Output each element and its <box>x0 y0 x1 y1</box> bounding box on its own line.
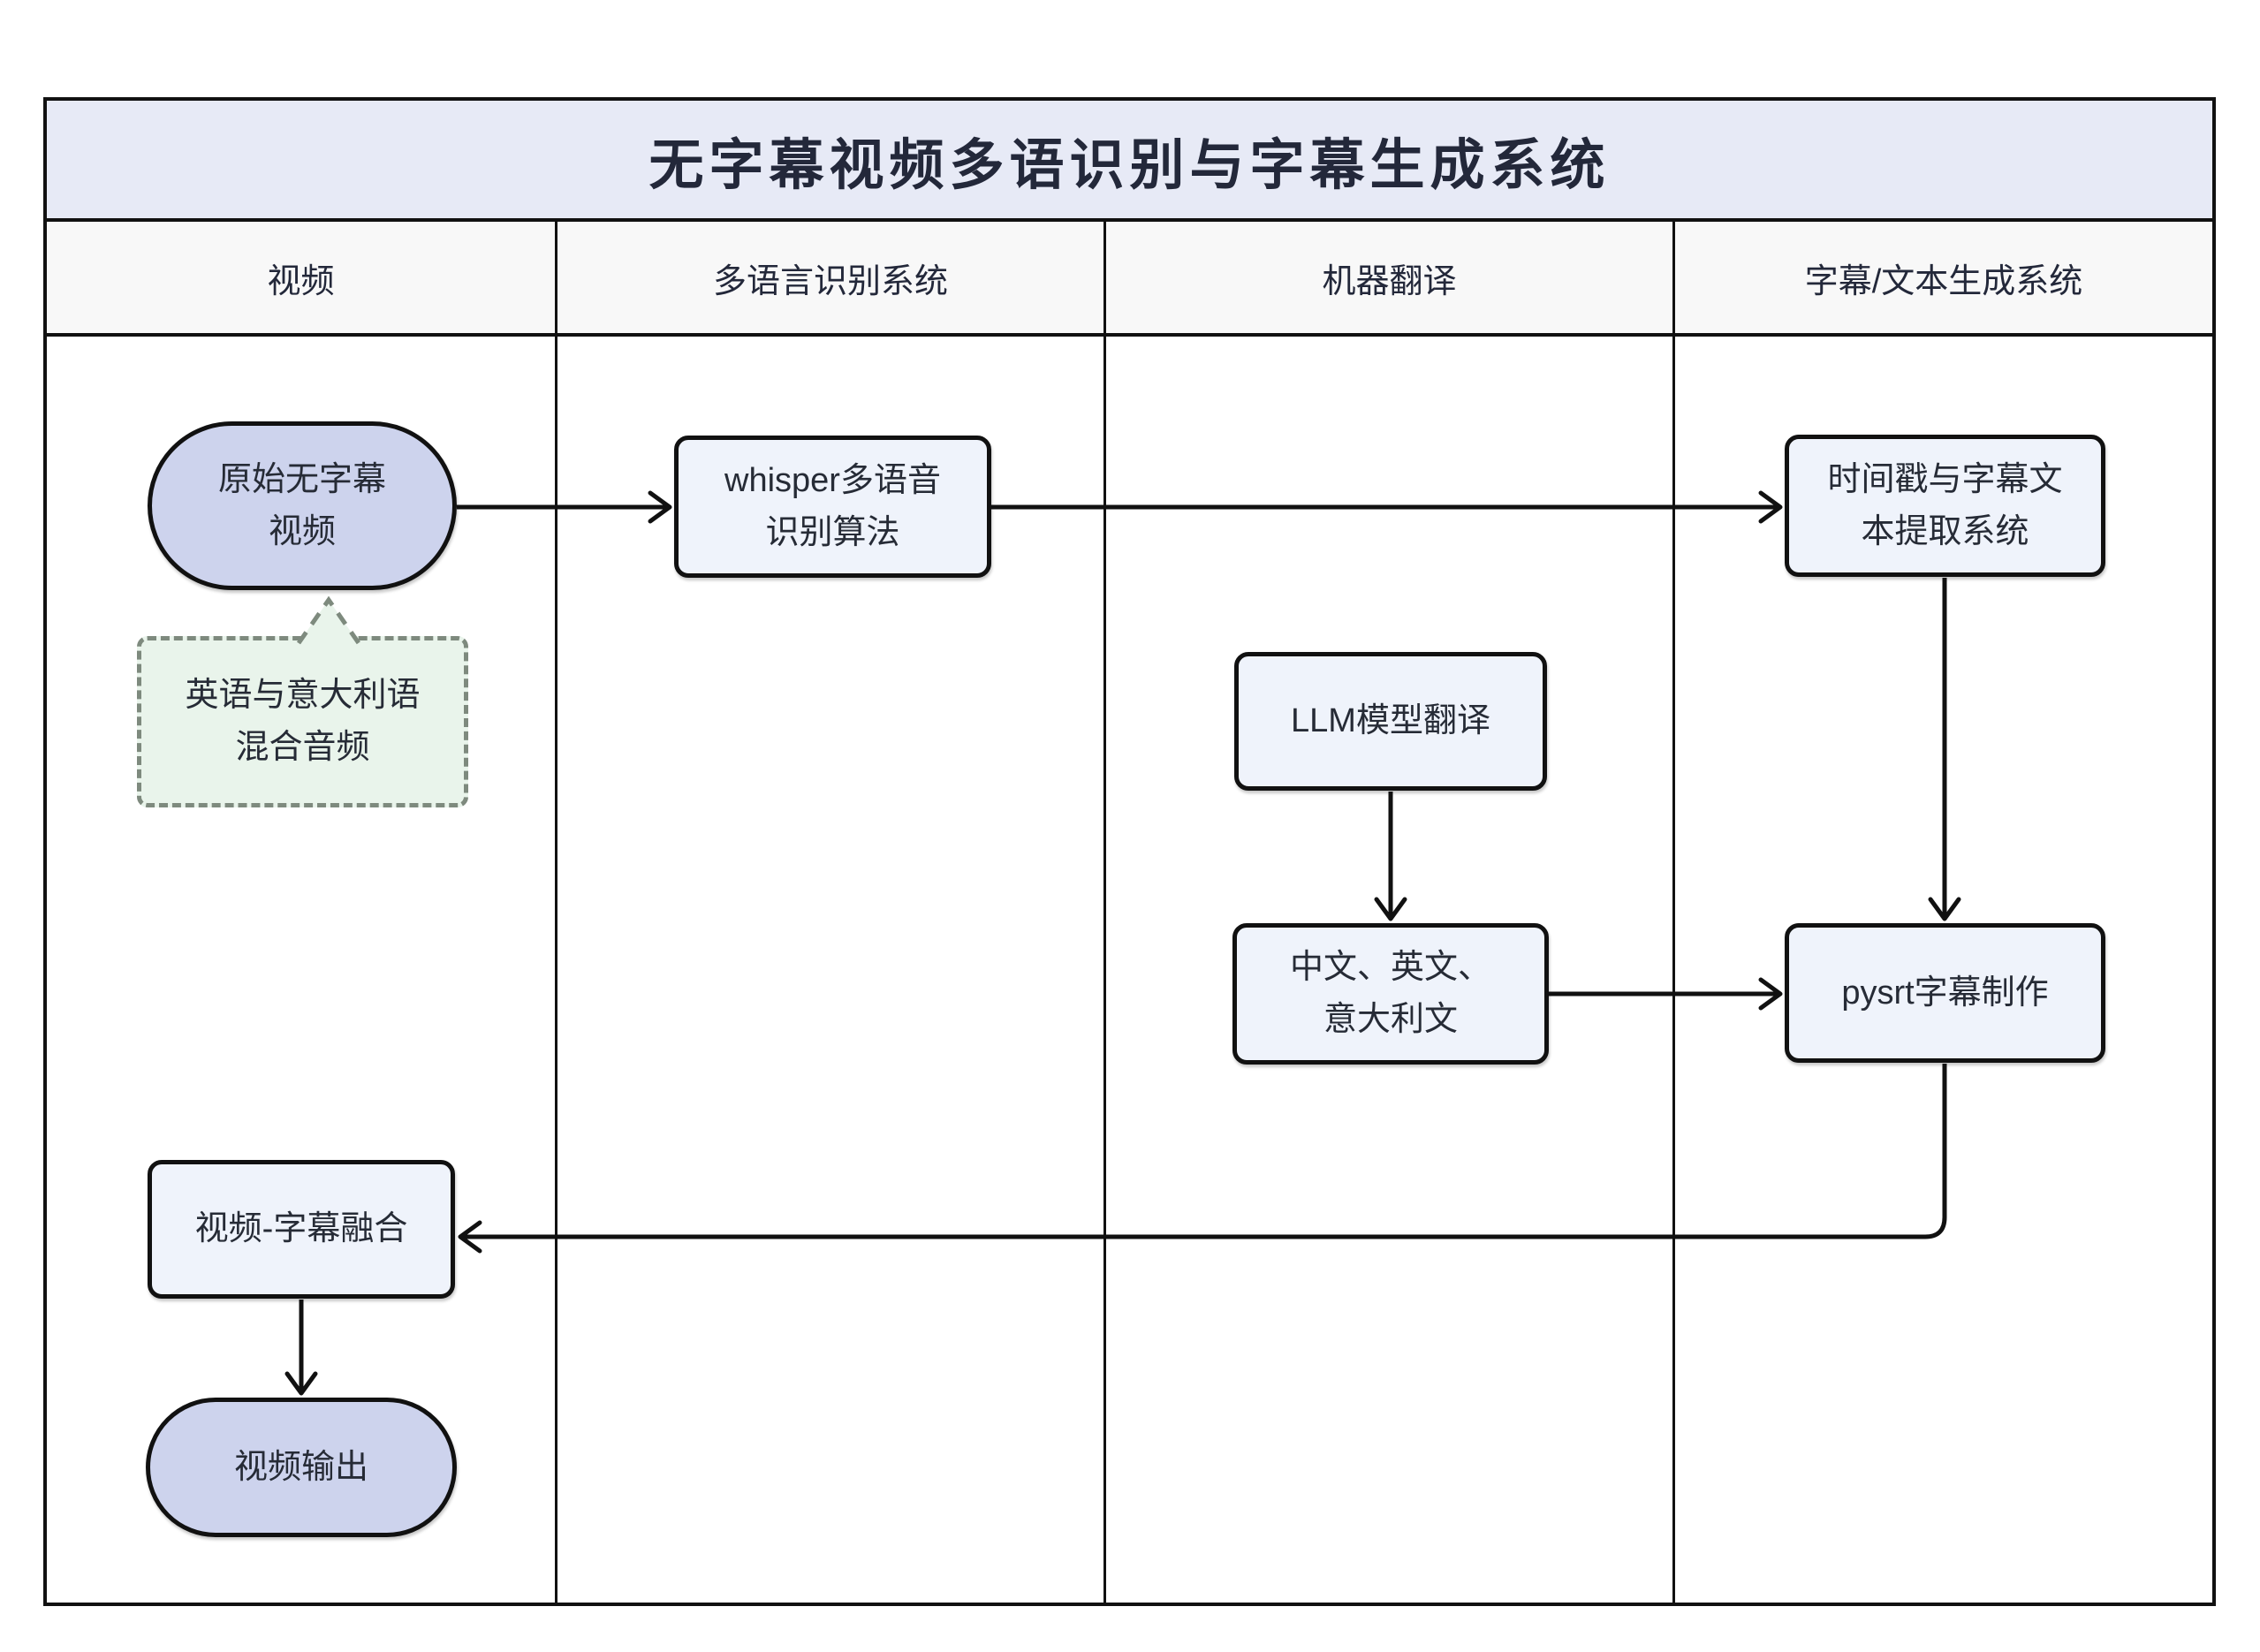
node-languages-line2: 意大利文 <box>1323 1001 1458 1038</box>
node-llm-translate-line1: LLM模型翻译 <box>1291 702 1490 740</box>
node-whisper: whisper多语音 识别算法 <box>674 436 991 578</box>
node-pysrt-line1: pysrt字幕制作 <box>1841 974 2049 1012</box>
node-whisper-line1: whisper多语音 <box>724 461 941 499</box>
lane-header-recognition: 多语言识别系统 <box>557 222 1103 333</box>
node-merge: 视频-字幕融合 <box>148 1160 455 1299</box>
lane-header-subtitle: 字幕/文本生成系统 <box>1675 222 2212 333</box>
lane-separator-2 <box>1103 222 1106 1603</box>
node-languages-line1: 中文、英文、 <box>1289 949 1491 987</box>
node-timestamp-extract: 时间戳与字幕文 本提取系统 <box>1785 435 2105 577</box>
lane-header-video: 视频 <box>47 222 555 333</box>
lane-separator-3 <box>1672 222 1675 1603</box>
node-video-output-line1: 视频输出 <box>233 1448 368 1486</box>
lane-header-video-label: 视频 <box>267 262 335 300</box>
node-audio-note-line2: 混合音频 <box>235 729 370 766</box>
node-merge-line1: 视频-字幕融合 <box>194 1210 408 1248</box>
node-audio-note-line1: 英语与意大利语 <box>185 677 421 715</box>
node-timestamp-extract-line2: 本提取系统 <box>1861 512 2029 550</box>
node-timestamp-extract-line1: 时间戳与字幕文 <box>1827 460 2063 498</box>
node-audio-note: 英语与意大利语 混合音频 <box>137 636 468 807</box>
lane-header-translation-label: 机器翻译 <box>1322 262 1457 300</box>
node-original-video-line1: 原始无字幕 <box>217 460 386 498</box>
swimlane-frame <box>43 97 2216 1606</box>
node-whisper-line2: 识别算法 <box>765 513 900 551</box>
page-title: 无字幕视频多语识别与字幕生成系统 <box>648 134 1611 196</box>
node-languages: 中文、英文、 意大利文 <box>1232 923 1549 1065</box>
lane-header-row <box>43 222 2216 337</box>
node-video-output: 视频输出 <box>146 1398 457 1537</box>
lane-header-translation: 机器翻译 <box>1106 222 1672 333</box>
node-original-video-line2: 视频 <box>268 512 336 550</box>
title-bar: 无字幕视频多语识别与字幕生成系统 <box>43 97 2216 222</box>
node-llm-translate: LLM模型翻译 <box>1234 652 1547 791</box>
lane-header-subtitle-label: 字幕/文本生成系统 <box>1804 262 2083 300</box>
lane-separator-1 <box>555 222 557 1603</box>
lane-header-recognition-label: 多语言识别系统 <box>712 262 948 300</box>
node-pysrt: pysrt字幕制作 <box>1785 923 2105 1063</box>
node-original-video: 原始无字幕 视频 <box>148 421 457 590</box>
